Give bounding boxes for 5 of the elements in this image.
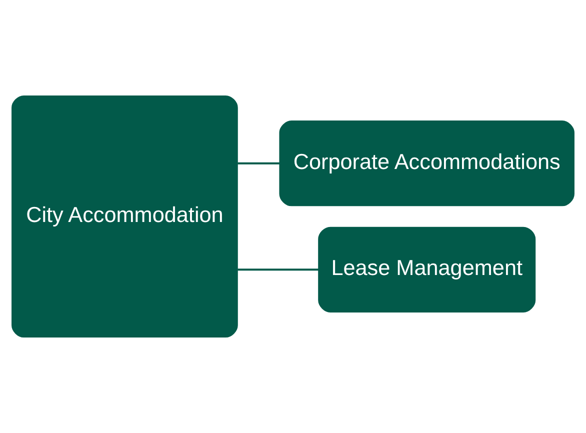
node-box: City Accommodation xyxy=(12,95,238,338)
connector xyxy=(238,162,280,164)
node-box: Corporate Accommodations xyxy=(279,120,574,206)
node-box: Lease Management xyxy=(318,226,536,312)
connector xyxy=(238,268,319,271)
